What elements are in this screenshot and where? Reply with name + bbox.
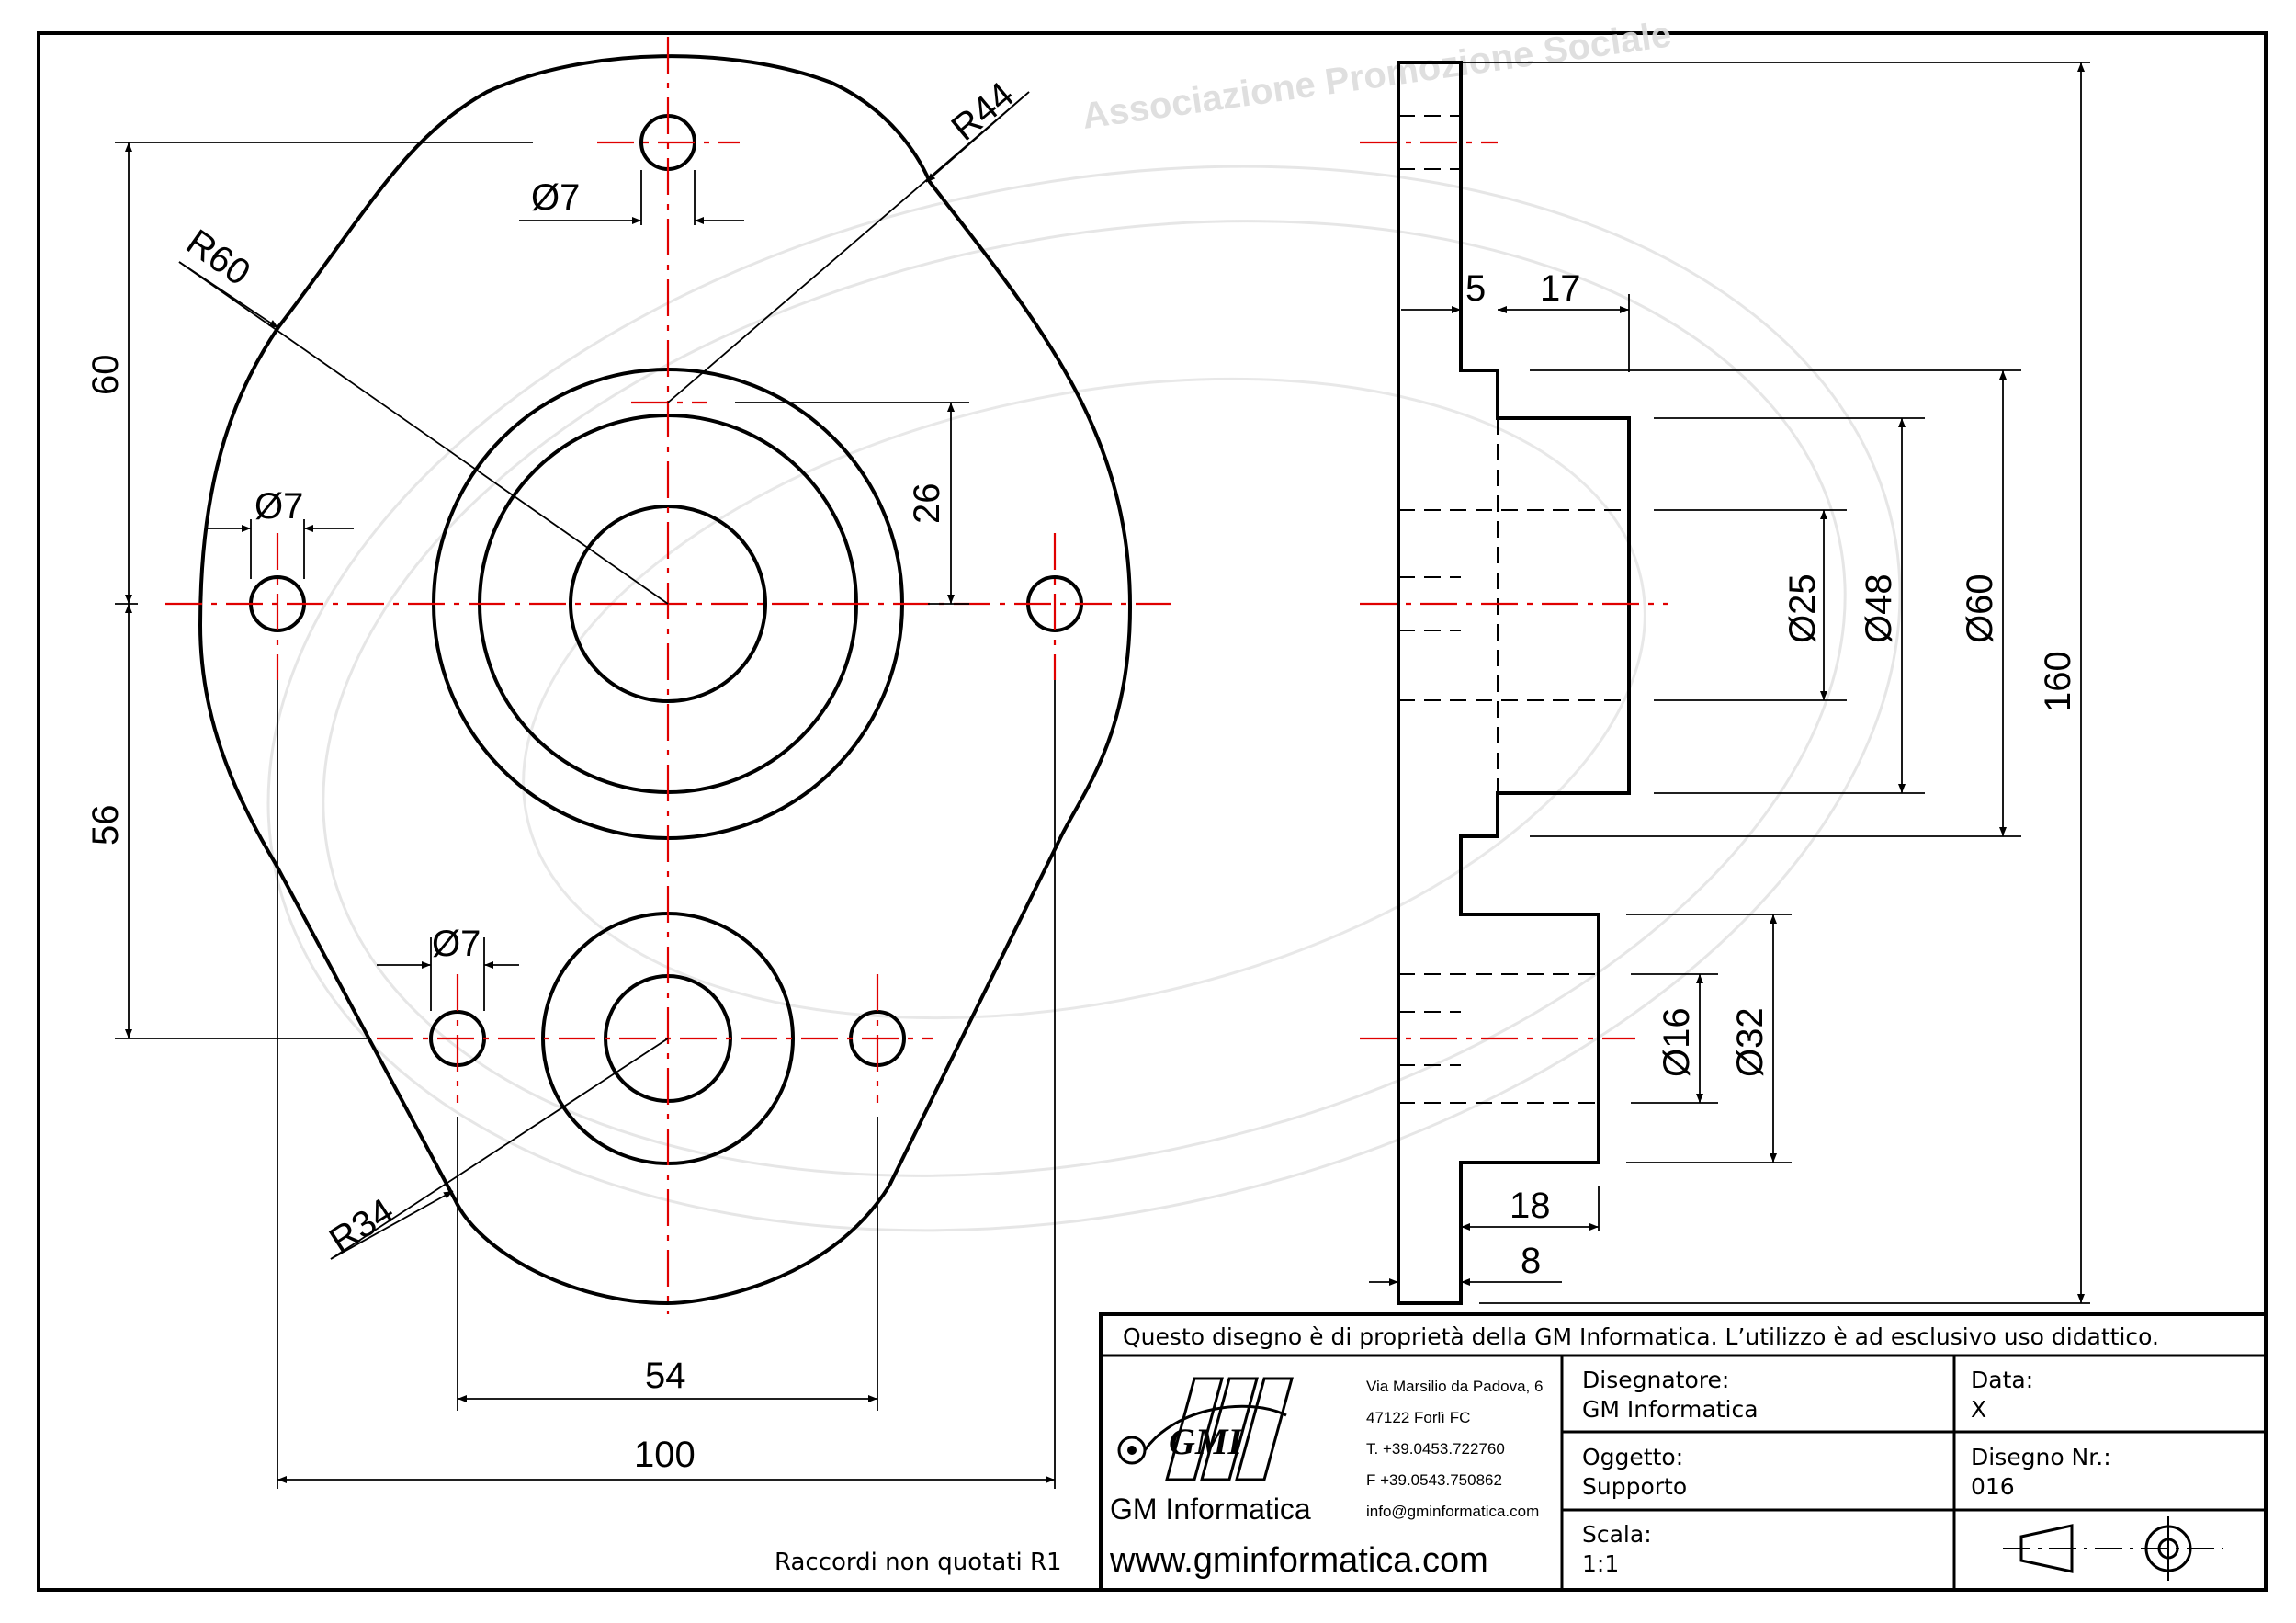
- front-centerlines: [165, 37, 1171, 1314]
- side-dimension-lines: [1369, 62, 2090, 1305]
- designer-value: GM Informatica: [1582, 1396, 1759, 1423]
- address-line2: 47122 Forlì FC: [1366, 1409, 1470, 1426]
- date-label: Data:: [1971, 1367, 2033, 1393]
- side-view: 5 17 Ø25 Ø48 Ø60 160 Ø16 Ø32 18 8: [1360, 61, 2090, 1305]
- dim-56: 56: [85, 805, 126, 846]
- dim-60: 60: [85, 355, 126, 396]
- dim-d7-bottom: Ø7: [432, 924, 481, 964]
- dim-d60: Ø60: [1960, 573, 2000, 643]
- dim-r44: R44: [944, 74, 1023, 149]
- scale-label: Scala:: [1582, 1521, 1652, 1548]
- boss-bore-circle: [569, 505, 767, 703]
- scale-value: 1:1: [1582, 1550, 1619, 1577]
- date-value: X: [1971, 1396, 1986, 1423]
- dim-5: 5: [1465, 268, 1486, 309]
- email: info@gminformatica.com: [1366, 1503, 1539, 1520]
- side-centerlines: [1360, 141, 1668, 1040]
- fax: F +39.0543.750862: [1366, 1471, 1502, 1489]
- dim-d16: Ø16: [1657, 1007, 1697, 1077]
- side-profile: [1397, 61, 1631, 1305]
- dim-17: 17: [1540, 268, 1581, 309]
- object-value: Supporto: [1582, 1473, 1687, 1500]
- dim-160: 160: [2038, 651, 2078, 712]
- dim-d7-top: Ø7: [531, 177, 580, 218]
- projection-symbol-icon: [2003, 1516, 2223, 1581]
- object-label: Oggetto:: [1582, 1444, 1683, 1470]
- drawing-no-label: Disegno Nr.:: [1971, 1444, 2111, 1470]
- dim-26: 26: [907, 483, 947, 525]
- gmi-logo: GMI: [1117, 1377, 1294, 1481]
- title-block: Questo disegno è di proprietà della GM I…: [1099, 1312, 2268, 1592]
- phone: T. +39.0453.722760: [1366, 1440, 1505, 1458]
- note-raccordi: Raccordi non quotati R1: [775, 1549, 1062, 1576]
- company-website: www.gminformatica.com: [1109, 1541, 1488, 1580]
- dim-d25: Ø25: [1782, 573, 1823, 643]
- address-line1: Via Marsilio da Padova, 6: [1366, 1378, 1543, 1395]
- dim-d7-left: Ø7: [254, 486, 303, 527]
- dim-r60: R60: [179, 221, 257, 293]
- drawing-no-value: 016: [1971, 1473, 2015, 1500]
- dim-d48: Ø48: [1859, 573, 1899, 643]
- company-name: GM Informatica: [1110, 1492, 1311, 1526]
- watermark: Associazione Promozione Sociale: [266, 14, 1902, 1232]
- front-dimension-lines: [115, 91, 1056, 1489]
- dim-100: 100: [634, 1435, 696, 1475]
- title-block-header: Questo disegno è di proprietà della GM I…: [1123, 1323, 2159, 1350]
- dim-8: 8: [1521, 1241, 1541, 1281]
- front-view: R60 R44 R34 Ø7 Ø7 Ø7 60 56 26 54 100 Rac…: [85, 37, 1171, 1576]
- flange-outline: [198, 54, 1133, 1306]
- dim-18: 18: [1510, 1186, 1551, 1226]
- logo-text: GMI: [1169, 1421, 1243, 1462]
- dim-d32: Ø32: [1730, 1007, 1770, 1077]
- dim-54: 54: [645, 1356, 686, 1396]
- side-hidden-lines: [1398, 115, 1629, 1104]
- designer-label: Disegnatore:: [1582, 1367, 1729, 1393]
- dim-r34: R34: [322, 1191, 402, 1262]
